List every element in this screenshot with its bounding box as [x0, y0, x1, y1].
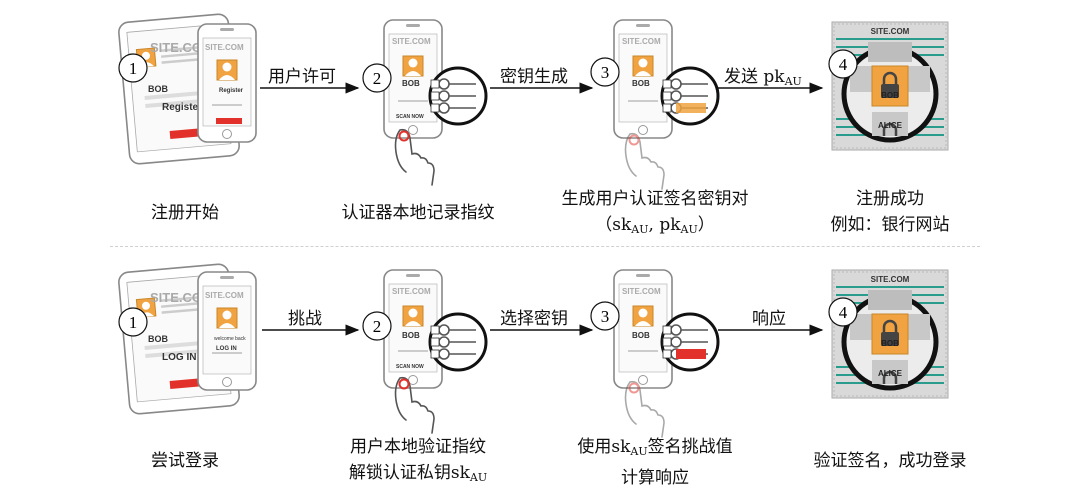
caption-record-fingerprint: 认证器本地记录指纹: [341, 203, 495, 223]
svg-text:4: 4: [839, 303, 848, 322]
sign-challenge-illustration: SITE.COM BOB: [613, 269, 720, 438]
registration-flow: SITE.COM BOB Register SITE.COM Register …: [117, 12, 948, 190]
grid-user-alice: ALICE: [878, 121, 903, 130]
grid2-user-alice: ALICE: [878, 369, 903, 378]
label-send-pk: 发送 pkAU: [724, 67, 802, 88]
caption-register-success: 注册成功 例如：银行网站: [830, 189, 950, 235]
tablet2-site-label: SITE.COM: [150, 290, 213, 305]
caption-generate-keypair: 生成用户认证签名密钥对 （skAU, pkAU）: [561, 189, 749, 236]
register-submit-button: [216, 118, 242, 124]
grid2-site-label: SITE.COM: [871, 275, 910, 284]
grid2-user-bob: BOB: [881, 339, 899, 348]
phone6-user-label: BOB: [632, 331, 650, 340]
login-devices-illustration: SITE.COM BOB LOG IN SITE.COM welcome bac…: [117, 262, 257, 416]
phone4-form-title: LOG IN: [216, 346, 237, 352]
svg-text:3: 3: [601, 307, 610, 326]
login-server-illustration: SITE.COM BOB ALICE: [832, 270, 948, 398]
phone-site-label: SITE.COM: [205, 43, 244, 52]
tablet2-form-title: LOG IN: [162, 352, 196, 363]
tablet-site-label: SITE.COM: [150, 40, 213, 55]
svg-text:2: 2: [373, 317, 382, 336]
phone3-site-label: SITE.COM: [622, 37, 661, 46]
authenticator-phone-illustration: SITE.COM BOB SCAN NOW: [383, 19, 488, 186]
selected-key-highlight: [676, 349, 706, 359]
phone5-scan-label: SCAN NOW: [396, 364, 424, 370]
grid-user-bob: BOB: [881, 91, 899, 100]
login-flow: SITE.COM BOB LOG IN SITE.COM welcome bac…: [117, 262, 948, 438]
tablet2-user-label: BOB: [148, 334, 169, 344]
caption-login-success: 验证签名，成功登录: [813, 451, 967, 471]
keypair-phone-illustration: SITE.COM BOB: [613, 19, 720, 190]
phone3-user-label: BOB: [632, 79, 650, 88]
phone2-user-label: BOB: [402, 79, 420, 88]
caption-verify-fingerprint: 用户本地验证指纹 解锁认证私钥skAU: [348, 437, 488, 484]
label-challenge: 挑战: [288, 309, 322, 329]
phone5-site-label: SITE.COM: [392, 287, 431, 296]
label-key-generation: 密钥生成: [500, 67, 568, 87]
label-user-consent: 用户许可: [268, 67, 336, 87]
step-2-badge: 2: [362, 63, 392, 93]
new-key-highlight: [676, 103, 706, 113]
step-3-badge: 3: [590, 57, 620, 87]
phone5-user-label: BOB: [402, 331, 420, 340]
step-2-badge-login: 2: [362, 311, 392, 341]
tablet-form-title: Register: [162, 102, 202, 113]
svg-text:4: 4: [839, 55, 848, 74]
phone-form-title: Register: [219, 88, 244, 94]
caption-try-login: 尝试登录: [151, 451, 219, 471]
svg-text:1: 1: [129, 313, 138, 332]
caption-register-start: 注册开始: [151, 203, 219, 223]
server-registry-illustration: SITE.COM BOB ALICE: [832, 22, 948, 150]
step-1-badge: 1: [118, 53, 148, 83]
phone2-site-label: SITE.COM: [392, 37, 431, 46]
row-separator: [110, 246, 980, 247]
svg-text:1: 1: [129, 59, 138, 78]
step-1-badge-login: 1: [118, 307, 148, 337]
phone6-site-label: SITE.COM: [622, 287, 661, 296]
login-authenticator-illustration: SITE.COM BOB SCAN NOW: [383, 269, 488, 434]
step-3-badge-login: 3: [590, 301, 620, 331]
register-devices-illustration: SITE.COM BOB Register SITE.COM Register: [117, 12, 257, 166]
caption-sign-challenge: 使用skAU签名挑战值 计算响应: [577, 437, 733, 488]
svg-text:2: 2: [373, 69, 382, 88]
phone2-scan-label: SCAN NOW: [396, 114, 424, 120]
step-4-badge-login: 4: [828, 297, 858, 327]
grid-site-label: SITE.COM: [871, 27, 910, 36]
step-4-badge: 4: [828, 49, 858, 79]
tablet-user-label: BOB: [148, 84, 169, 94]
phone4-welcome: welcome back: [214, 336, 246, 342]
phone4-site-label: SITE.COM: [205, 291, 244, 300]
svg-text:3: 3: [601, 63, 610, 82]
label-select-key: 选择密钥: [500, 309, 568, 329]
label-response: 响应: [752, 309, 786, 329]
